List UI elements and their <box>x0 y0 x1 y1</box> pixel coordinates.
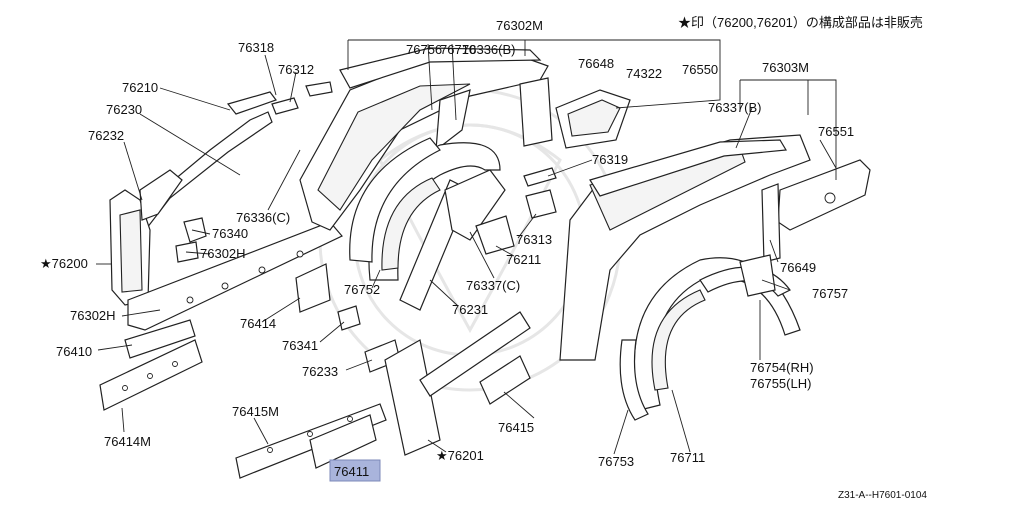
label-76756[interactable]: 76756 <box>406 42 442 57</box>
part-clip-76341[interactable] <box>337 305 361 331</box>
label-76318[interactable]: 76318 <box>238 40 274 55</box>
part-a-pillar-76200[interactable] <box>109 189 151 306</box>
part-labels: 76302M 76336(B) 76756 76710 76648 74322 … <box>40 18 854 479</box>
part-lower-pillar-76201[interactable] <box>384 311 531 456</box>
label-76211[interactable]: 76211 <box>506 252 541 267</box>
label-76302H-lower[interactable]: 76302H <box>70 308 116 323</box>
label-76753[interactable]: 76753 <box>598 454 634 469</box>
label-76649[interactable]: 76649 <box>780 260 816 275</box>
label-76550[interactable]: 76550 <box>682 62 718 77</box>
label-76232[interactable]: 76232 <box>88 128 124 143</box>
part-bracket-76649[interactable] <box>761 183 781 263</box>
label-76201[interactable]: ★76201 <box>436 448 484 463</box>
part-bracket-76211[interactable] <box>475 215 515 255</box>
part-wheelhouse-outer-76711[interactable] <box>633 257 801 411</box>
label-76336B[interactable]: 76336(B) <box>462 42 515 57</box>
label-76231[interactable]: 76231 <box>452 302 488 317</box>
part-bracket-76415[interactable] <box>479 355 531 405</box>
part-bracket-76319[interactable] <box>523 167 557 187</box>
footer-code: Z31-A--H7601-0104 <box>838 490 927 501</box>
label-76711[interactable]: 76711 <box>670 450 705 465</box>
part-bracket-76313[interactable] <box>525 189 557 219</box>
label-76648[interactable]: 76648 <box>578 56 614 71</box>
part-brace-76710[interactable] <box>435 89 471 152</box>
label-76210[interactable]: 76210 <box>122 80 158 95</box>
label-76415[interactable]: 76415 <box>498 420 534 435</box>
label-76341[interactable]: 76341 <box>282 338 318 353</box>
label-74322[interactable]: 74322 <box>626 66 662 81</box>
part-bracket-76318[interactable] <box>226 91 277 115</box>
part-pillar-76337B[interactable] <box>589 139 788 197</box>
label-76755LH[interactable]: 76755(LH) <box>750 376 811 391</box>
label-76414M[interactable]: 76414M <box>104 434 151 449</box>
label-76337C[interactable]: 76337(C) <box>466 278 520 293</box>
part-76411-highlighted[interactable] <box>309 414 377 469</box>
part-sill-outer-76302H[interactable] <box>127 221 343 331</box>
label-76336C[interactable]: 76336(C) <box>236 210 290 225</box>
part-clip-76340[interactable] <box>183 217 207 243</box>
label-76754RH[interactable]: 76754(RH) <box>750 360 814 375</box>
part-back-panel-76551[interactable] <box>777 159 871 231</box>
label-76411-highlighted[interactable]: 76411 <box>334 464 369 479</box>
label-76200[interactable]: ★76200 <box>40 256 88 271</box>
part-rear-pillar-76336B[interactable] <box>339 47 542 89</box>
label-76415M[interactable]: 76415M <box>232 404 279 419</box>
part-bracket-76312[interactable] <box>271 81 333 115</box>
leader-lines <box>96 39 837 455</box>
label-76340[interactable]: 76340 <box>212 226 248 241</box>
label-76302M[interactable]: 76302M <box>496 18 543 33</box>
part-bracket-76648[interactable] <box>519 77 553 147</box>
label-76337B[interactable]: 76337(B) <box>708 100 761 115</box>
part-roof-rail-inner[interactable] <box>117 111 273 251</box>
highlight-box <box>329 459 381 482</box>
part-bracket-76414[interactable] <box>295 263 331 313</box>
label-76752[interactable]: 76752 <box>344 282 380 297</box>
label-76757[interactable]: 76757 <box>812 286 848 301</box>
part-sill-strip-76414M[interactable] <box>99 339 203 411</box>
label-76313[interactable]: 76313 <box>516 232 552 247</box>
part-wheelhouse-panel-76756[interactable] <box>349 137 441 263</box>
label-76710[interactable]: 76710 <box>440 42 476 57</box>
part-pillar-76337C[interactable] <box>444 169 506 241</box>
label-76319[interactable]: 76319 <box>592 152 628 167</box>
part-sill-reinforcement-76410[interactable] <box>124 319 196 359</box>
part-wheelhouse-rear-76757[interactable] <box>739 254 776 297</box>
part-wheelhouse-ext-76753[interactable] <box>619 339 649 421</box>
label-76230[interactable]: 76230 <box>106 102 142 117</box>
label-76410[interactable]: 76410 <box>56 344 92 359</box>
header-note: ★印（76200,76201）の構成部品は非販売 <box>678 15 923 30</box>
part-brace-76232[interactable] <box>139 169 183 221</box>
part-tray-74322[interactable] <box>555 89 631 149</box>
label-76312[interactable]: 76312 <box>278 62 314 77</box>
label-76233[interactable]: 76233 <box>302 364 338 379</box>
label-76303M[interactable]: 76303M <box>762 60 809 75</box>
label-76302H-upper[interactable]: 76302H <box>200 246 246 261</box>
label-76414[interactable]: 76414 <box>240 316 276 331</box>
label-76551[interactable]: 76551 <box>818 124 854 139</box>
